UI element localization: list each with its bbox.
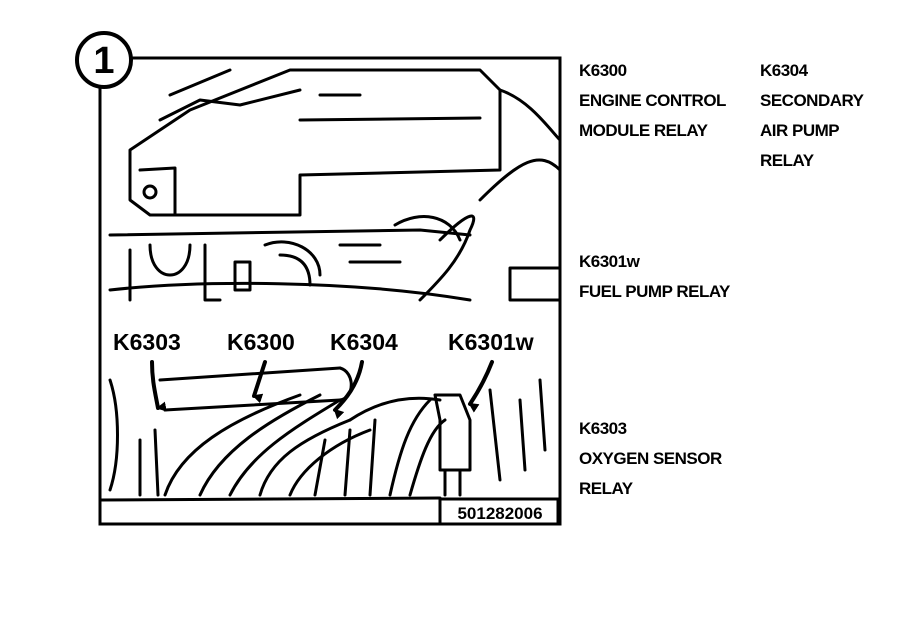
callout-k6300: K6300 xyxy=(227,329,295,355)
legend-line: RELAY xyxy=(579,479,633,498)
figure-number-badge xyxy=(75,31,133,89)
callout-k6303: K6303 xyxy=(113,329,181,355)
figure-number: 1 xyxy=(93,40,114,82)
engine-bay-illustration xyxy=(100,68,560,502)
legend-line: ENGINE CONTROL xyxy=(579,91,726,110)
legend-line: FUEL PUMP RELAY xyxy=(579,282,730,301)
illustration-frame xyxy=(98,56,562,526)
reference-number-box xyxy=(438,497,560,526)
legend-line: RELAY xyxy=(760,151,814,170)
legend-line: MODULE RELAY xyxy=(579,121,708,140)
legend-k6304: K6304 SECONDARY AIR PUMP RELAY xyxy=(760,56,864,176)
legend-k6300: K6300 ENGINE CONTROL MODULE RELAY xyxy=(579,56,726,146)
legend-line: SECONDARY xyxy=(760,91,864,110)
legend-line: OXYGEN SENSOR xyxy=(579,449,722,468)
arrow-k6300 xyxy=(252,360,267,404)
legend-line: AIR PUMP xyxy=(760,121,840,140)
arrow-k6304 xyxy=(333,360,364,420)
legend-k6303: K6303 OXYGEN SENSOR RELAY xyxy=(579,414,722,504)
legend-code: K6300 xyxy=(579,61,627,80)
callout-k6301w: K6301w xyxy=(448,329,534,355)
legend-code: K6301w xyxy=(579,252,640,271)
arrow-k6301w xyxy=(468,360,494,413)
arrow-k6303 xyxy=(150,360,167,412)
legend-code: K6303 xyxy=(579,419,627,438)
callout-k6304: K6304 xyxy=(330,329,398,355)
legend-k6301w: K6301w FUEL PUMP RELAY xyxy=(579,247,730,307)
legend-code: K6304 xyxy=(760,61,808,80)
reference-number: 501282006 xyxy=(457,504,542,523)
